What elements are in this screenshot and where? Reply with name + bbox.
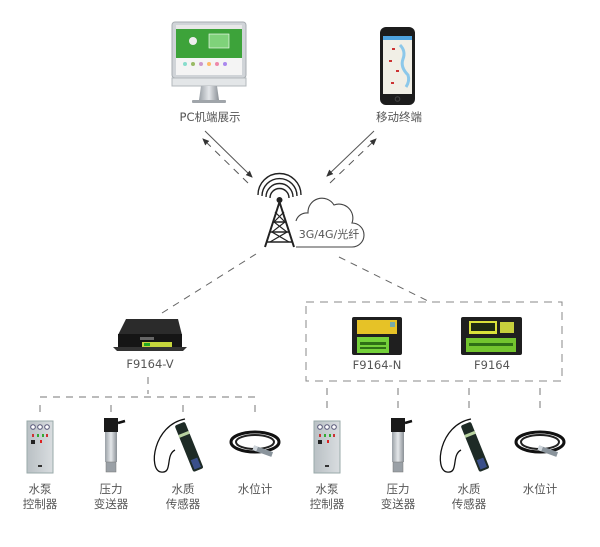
device-label-f9164n: F9164-N <box>352 358 402 372</box>
sensor-label-line2: 控制器 <box>22 497 58 511</box>
sensor-bus-right <box>326 388 541 414</box>
sensor-label: 水泵控制器 <box>297 482 357 512</box>
sensor-label: 压力变送器 <box>81 482 141 512</box>
pc-label: PC机端展示 <box>179 110 241 124</box>
sensor-label-line2: 控制器 <box>309 497 345 511</box>
cloud-icon <box>295 197 365 248</box>
water-level-gauge-icon <box>514 430 566 457</box>
pressure-transmitter-icon <box>391 418 413 473</box>
mobile-link-arrows <box>326 130 377 184</box>
sensor-label: 压力变送器 <box>368 482 428 512</box>
signal-tower-icon <box>257 172 302 248</box>
water-quality-sensor-icon <box>153 418 203 473</box>
sensor-label: 水位计 <box>225 482 285 497</box>
sensor-label-line1: 水质 <box>171 482 195 496</box>
network-label: 3G/4G/光纤 <box>298 228 360 241</box>
water-level-gauge-icon <box>229 430 281 457</box>
sensor-label: 水泵控制器 <box>10 482 70 512</box>
sensor-label-line1: 水位计 <box>237 482 273 496</box>
sensor-label: 水质传感器 <box>153 482 213 512</box>
sensor-bus-left <box>39 377 258 418</box>
sensor-label-line1: 水泵 <box>315 482 339 496</box>
controller-group-box <box>305 301 563 382</box>
network-links <box>161 253 431 314</box>
mobile-label: 移动终端 <box>376 110 422 124</box>
sensor-label-line1: 压力 <box>99 482 123 496</box>
mobile-phone-icon <box>380 27 415 105</box>
device-label-f9164v: F9164-V <box>126 357 174 371</box>
pump-controller-cabinet-icon <box>26 420 54 474</box>
sensor-label-line2: 传感器 <box>165 497 201 511</box>
sensor-label-line1: 水位计 <box>522 482 558 496</box>
device-f9164n-icon <box>352 317 402 355</box>
device-f9164-icon <box>461 317 522 355</box>
sensor-label-line1: 压力 <box>386 482 410 496</box>
sensor-label-line1: 水泵 <box>28 482 52 496</box>
pump-controller-cabinet-icon <box>313 420 341 474</box>
pc-monitor-icon <box>171 21 247 103</box>
device-label-f9164: F9164 <box>474 358 510 372</box>
pressure-transmitter-icon <box>104 418 126 473</box>
water-quality-sensor-icon <box>439 418 489 473</box>
sensor-label-line2: 变送器 <box>380 497 416 511</box>
sensor-label-line2: 变送器 <box>93 497 129 511</box>
device-f9164v-icon <box>113 319 187 351</box>
sensor-label: 水位计 <box>510 482 570 497</box>
sensor-label-line1: 水质 <box>457 482 481 496</box>
sensor-icons-left <box>26 418 281 474</box>
sensor-label-line2: 传感器 <box>451 497 487 511</box>
sensor-icons-right <box>313 418 566 474</box>
pc-link-arrows <box>202 130 253 184</box>
sensor-label: 水质传感器 <box>439 482 499 512</box>
